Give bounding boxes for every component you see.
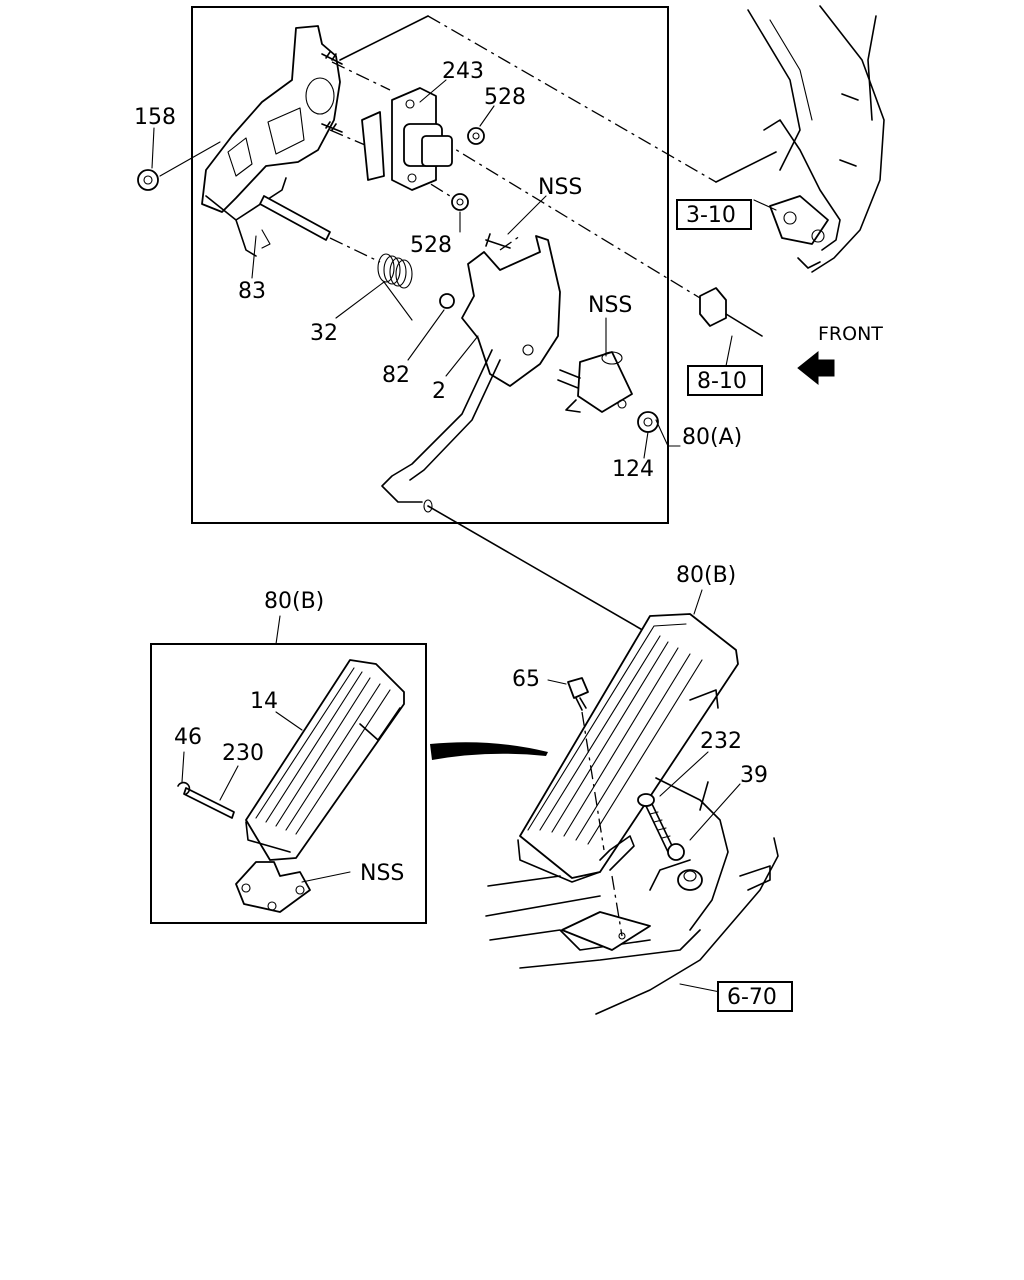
assembly-a-frame (191, 6, 669, 524)
nut-124 (637, 411, 659, 433)
leader-3-10 (339, 15, 777, 183)
mounting-bolt (567, 677, 589, 711)
ref-8-10-label: 8-10 (697, 369, 747, 394)
return-spring (377, 253, 413, 289)
accelerator-pedal-main (517, 613, 739, 883)
fasteners-upper (137, 51, 659, 433)
mounting-bracket (201, 25, 341, 257)
lock-nut (667, 843, 685, 861)
nut-528-bottom (451, 193, 469, 211)
callout-158: 158 (134, 105, 176, 130)
ref-3-10-label: 3-10 (686, 203, 736, 228)
callout-83: 83 (238, 279, 266, 304)
callout-46: 46 (174, 725, 202, 750)
nut-528-top (467, 127, 485, 145)
pedal-bracket-inset (235, 861, 311, 913)
pedal-arm-bracket (381, 235, 561, 513)
front-arrow-icon (797, 350, 835, 386)
nut-82 (439, 293, 455, 309)
bolt-nss (485, 233, 511, 249)
callout-230: 230 (222, 741, 264, 766)
ref-box-6-70: 6-70 (717, 981, 793, 1012)
callout-nss-damper: NSS (588, 293, 632, 318)
callout-82: 82 (382, 363, 410, 388)
connection-line-rod-to-pedal (427, 505, 647, 633)
stopper-bolt (637, 793, 675, 853)
ref-6-70-label: 6-70 (727, 985, 777, 1010)
e-clip (177, 781, 191, 795)
ref-box-8-10: 8-10 (687, 365, 763, 396)
harness-connector (699, 287, 763, 337)
callout-leaders (151, 79, 777, 993)
assembly-b-frame (150, 643, 427, 924)
bolt-alignment-line (581, 711, 623, 937)
callout-528-bottom: 528 (410, 233, 452, 258)
accelerator-pedal-inset (245, 659, 405, 861)
pivot-pin-inset (183, 787, 235, 819)
callout-243: 243 (442, 59, 484, 84)
nut-158 (137, 169, 159, 191)
callout-65: 65 (512, 667, 540, 692)
callout-14: 14 (250, 689, 278, 714)
callout-2: 2 (432, 379, 446, 404)
callout-nss-bolt: NSS (538, 175, 582, 200)
callout-nss-inset: NSS (360, 861, 404, 886)
callout-39: 39 (740, 763, 768, 788)
ref-box-3-10: 3-10 (676, 199, 752, 230)
callout-80a: 80(A) (682, 425, 742, 450)
callout-80b-inset: 80(B) (264, 589, 324, 614)
floor-panel (485, 777, 779, 1015)
firewall-body-panel (747, 5, 885, 273)
alignment-lines (329, 15, 717, 299)
callout-32: 32 (310, 321, 338, 346)
rubber-stopper (677, 869, 703, 891)
pointer-arrow-icon (430, 742, 548, 760)
front-direction-label: FRONT (818, 323, 883, 345)
pedal-damper (557, 351, 633, 413)
callout-232: 232 (700, 729, 742, 754)
callout-80b-main: 80(B) (676, 563, 736, 588)
callout-124: 124 (612, 457, 654, 482)
callout-528-top: 528 (484, 85, 526, 110)
pedal-position-sensor (361, 87, 453, 191)
pivot-pin (259, 195, 331, 241)
